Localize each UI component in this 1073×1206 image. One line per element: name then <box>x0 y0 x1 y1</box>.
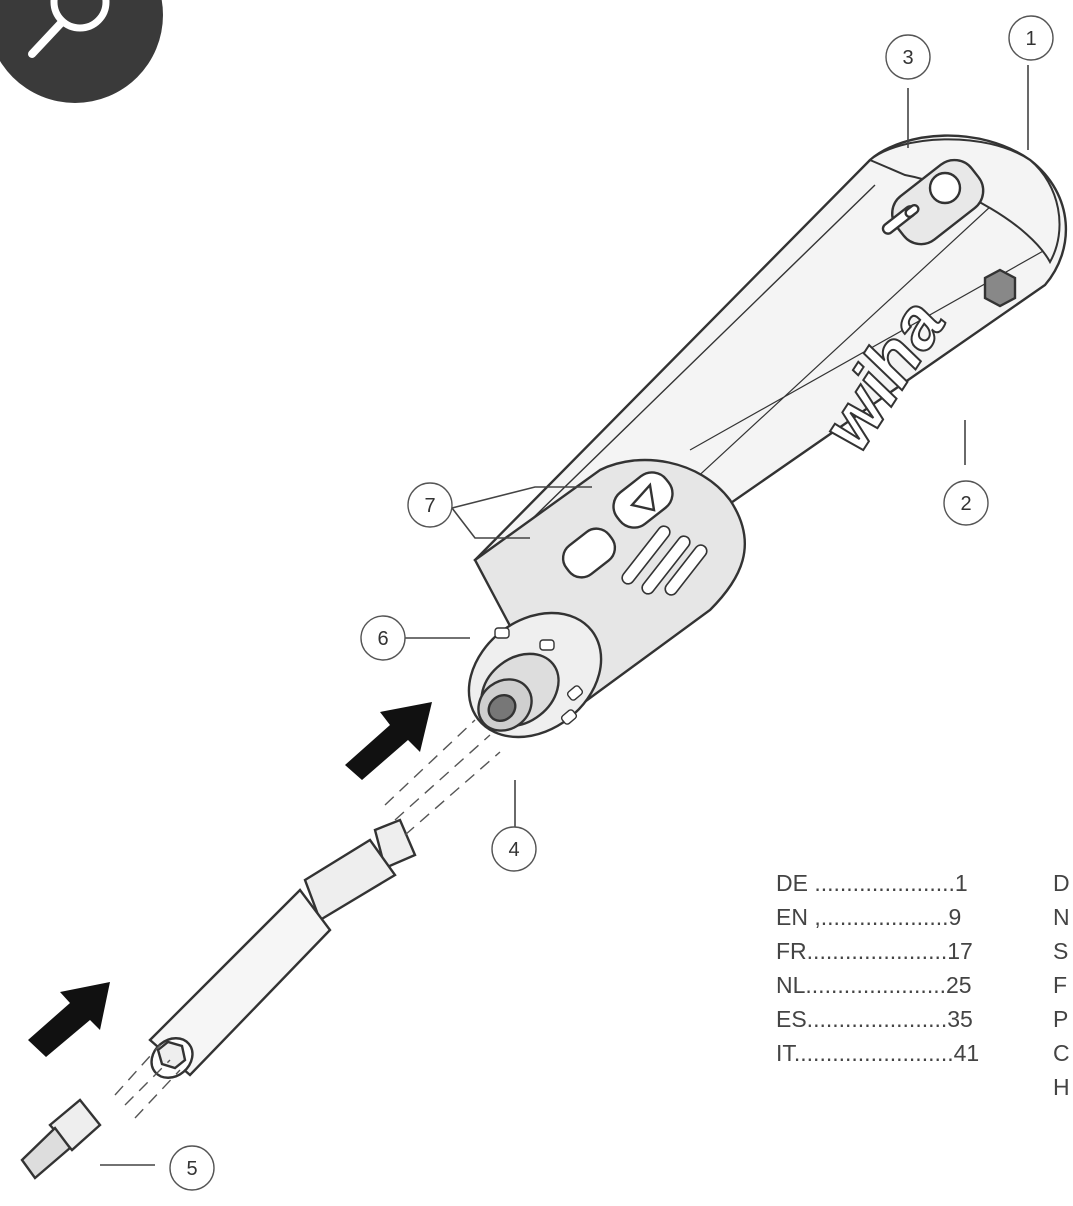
callout-2: 2 <box>943 480 989 526</box>
index-entry-es[interactable]: ES......................35 <box>776 1006 973 1032</box>
callout-1: 1 <box>1008 15 1054 61</box>
index-entry-h[interactable]: H <box>1053 1074 1070 1100</box>
index-entry-s[interactable]: S <box>1053 938 1069 964</box>
language-index-right: D N S F P C H <box>1053 866 1070 1104</box>
callout-7: 7 <box>407 482 453 528</box>
svg-text:7: 7 <box>424 495 435 517</box>
index-entry-fr[interactable]: FR......................17 <box>776 938 973 964</box>
index-entry-en[interactable]: EN ,....................9 <box>776 904 962 930</box>
svg-text:6: 6 <box>377 628 388 650</box>
index-entry-it[interactable]: IT.........................41 <box>776 1040 980 1066</box>
magnifier-icon[interactable] <box>0 0 163 103</box>
index-entry-f[interactable]: F <box>1053 972 1068 998</box>
svg-text:2: 2 <box>960 493 971 515</box>
svg-text:3: 3 <box>902 47 913 69</box>
index-entry-nl[interactable]: NL......................25 <box>776 972 972 998</box>
callout-4: 4 <box>491 826 537 872</box>
index-entry-p[interactable]: P <box>1053 1006 1069 1032</box>
callout-3: 3 <box>885 34 931 80</box>
index-entry-d[interactable]: D <box>1053 870 1070 896</box>
callouts: 1 2 3 4 5 6 7 <box>169 15 1054 1191</box>
svg-text:1: 1 <box>1025 28 1036 50</box>
callout-6: 6 <box>360 615 406 661</box>
callout-5: 5 <box>169 1145 215 1191</box>
index-entry-n[interactable]: N <box>1053 904 1070 930</box>
language-index-left: DE ......................1 EN ,.........… <box>776 866 979 1070</box>
svg-text:5: 5 <box>186 1158 197 1180</box>
index-entry-c[interactable]: C <box>1053 1040 1070 1066</box>
insert-arrow-lower <box>28 982 110 1057</box>
index-entry-de[interactable]: DE ......................1 <box>776 870 968 896</box>
screwdriver-illustration <box>20 134 1068 1180</box>
insert-arrow-upper <box>345 702 432 780</box>
svg-text:4: 4 <box>508 839 519 861</box>
